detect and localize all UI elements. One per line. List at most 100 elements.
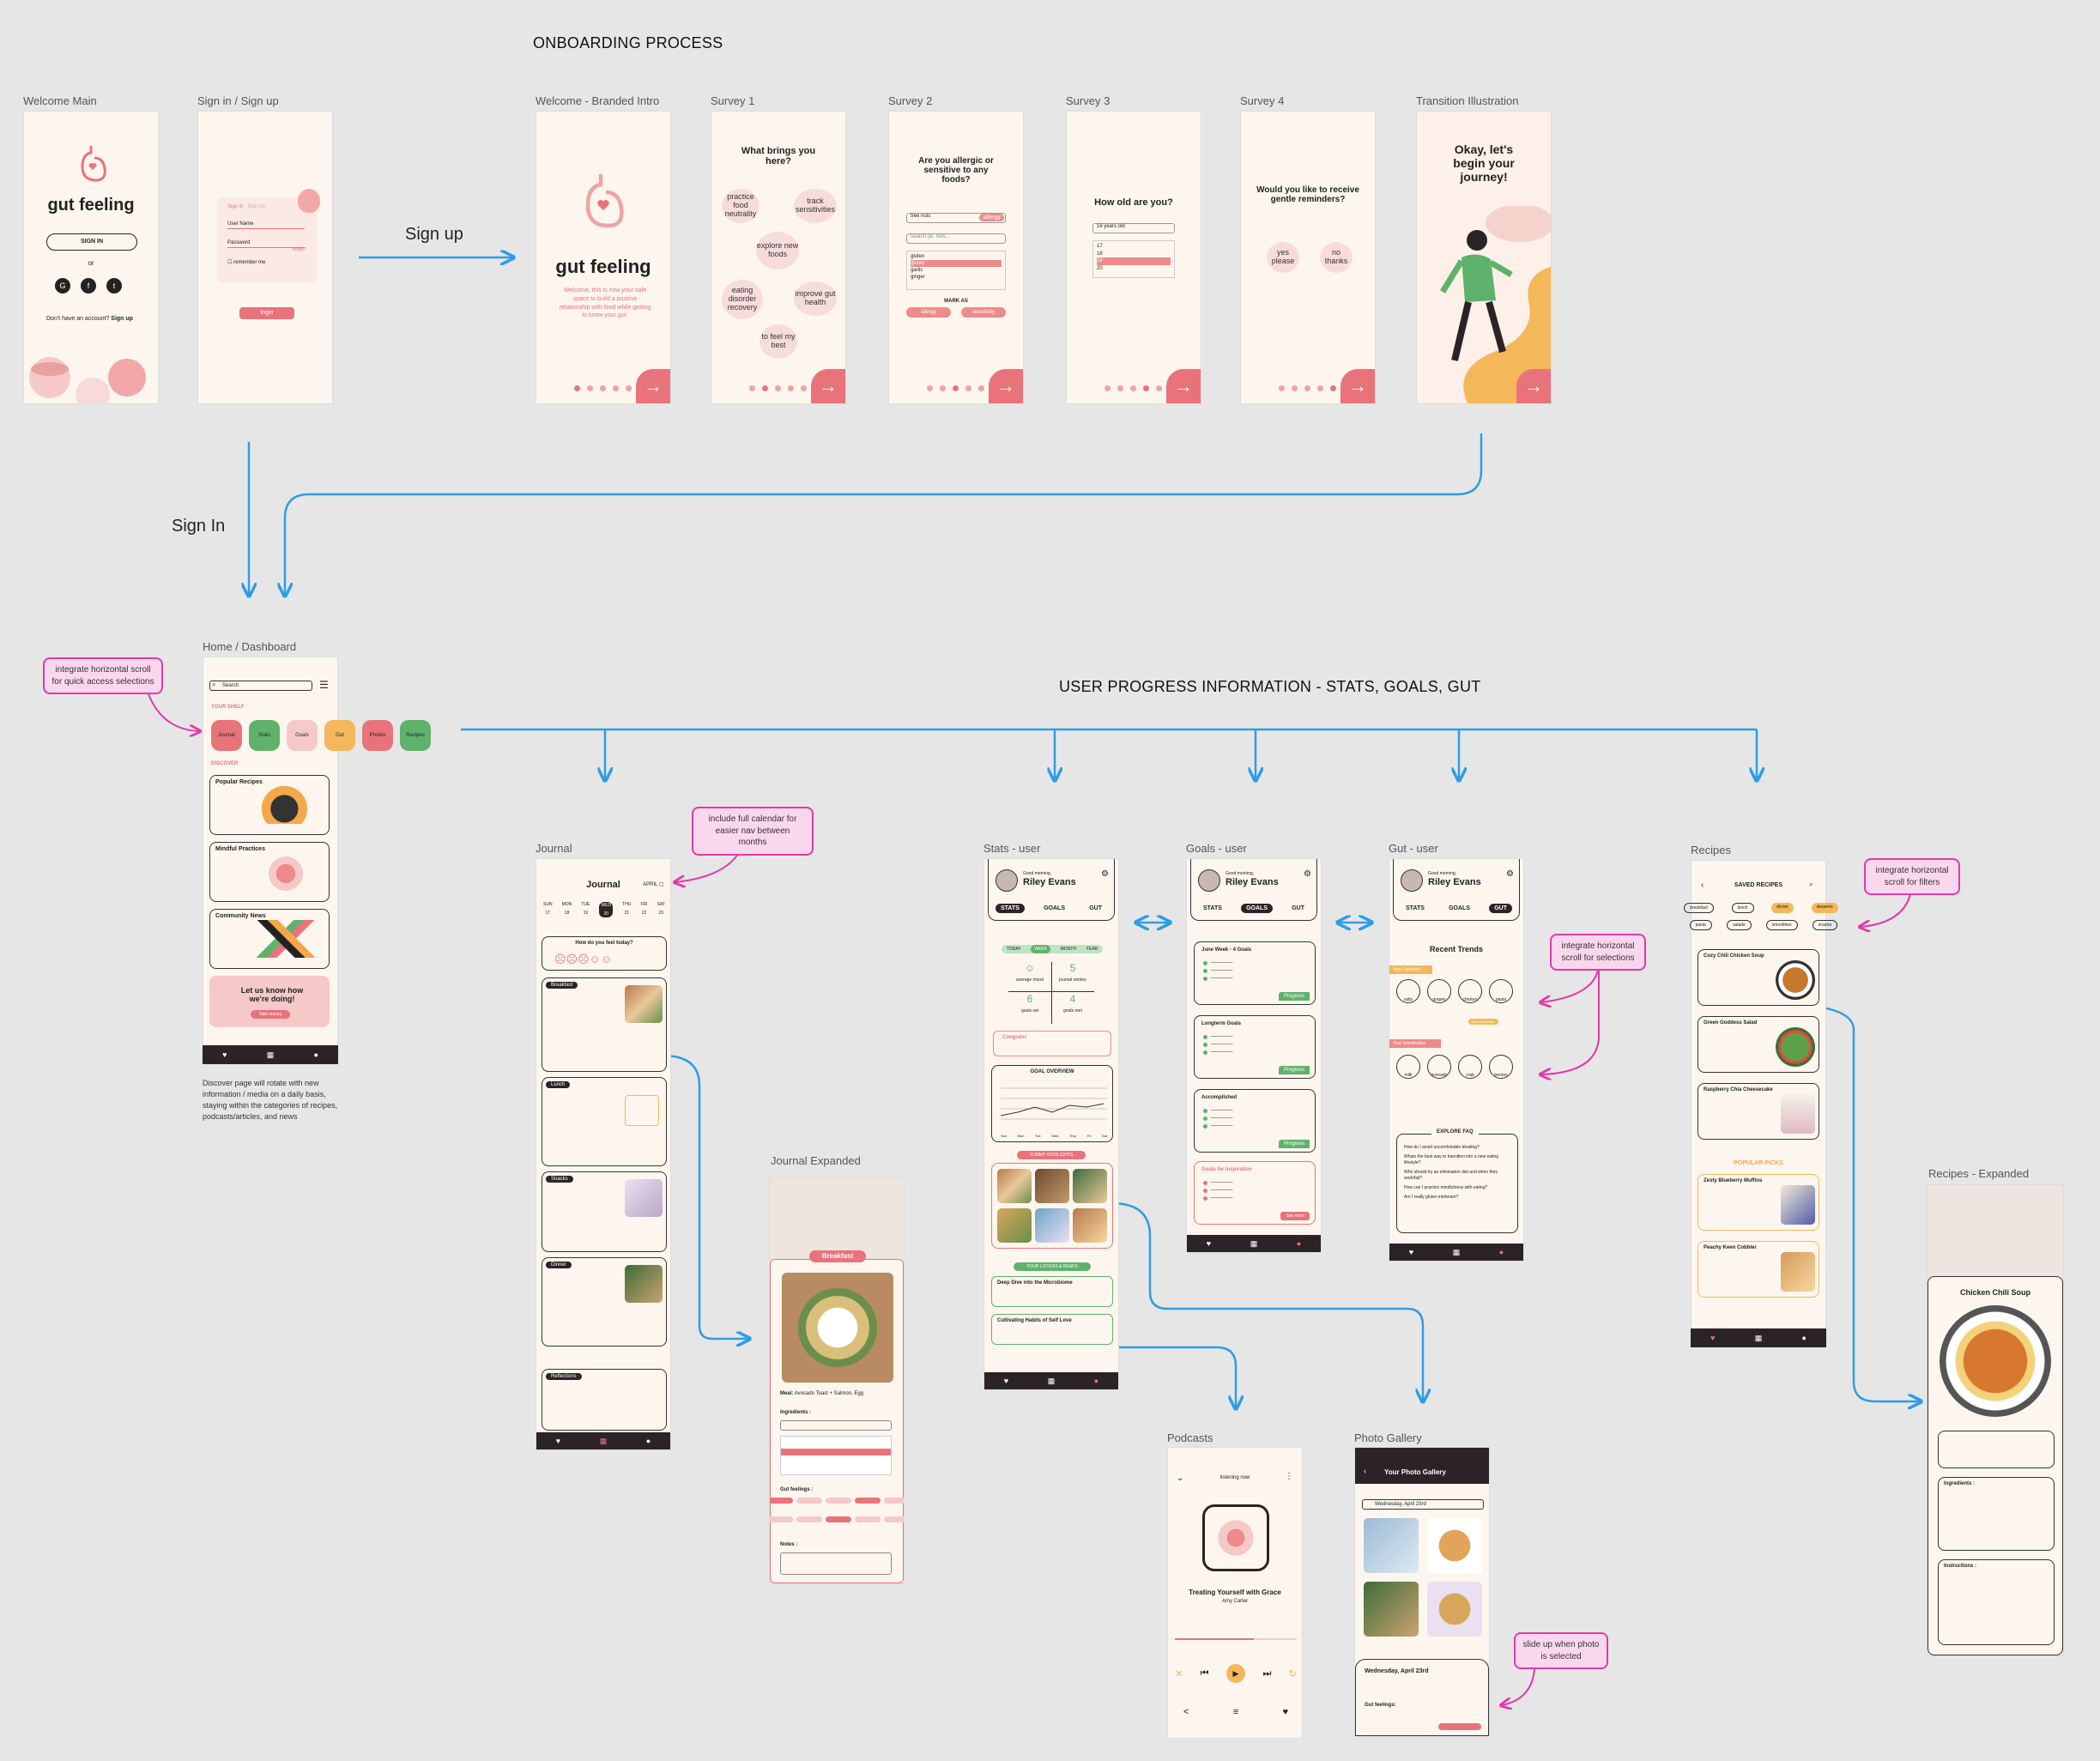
book-icon[interactable]: ▦ — [1754, 1333, 1763, 1342]
next-button[interactable]: → — [811, 369, 845, 403]
signin-tab[interactable]: Sign in Sign up — [227, 204, 265, 209]
filter-lunch[interactable]: lunch — [1731, 903, 1754, 913]
progress-button[interactable]: Progress — [1278, 992, 1310, 1001]
chevron-down-icon[interactable]: ⌄ — [1177, 1474, 1184, 1483]
profile-icon[interactable]: ● — [1093, 1377, 1099, 1385]
listen-item-1[interactable]: Deep Dive into the Microbiome — [991, 1276, 1113, 1307]
gut-feelings-chips[interactable] — [770, 1498, 904, 1532]
filters-row-1[interactable]: breakfast lunch dinner desserts — [1675, 903, 1847, 913]
filter-desserts[interactable]: desserts — [1811, 903, 1838, 913]
favorite-grapes[interactable]: grapes — [1427, 979, 1451, 1003]
signup-link[interactable]: Sign up — [111, 316, 133, 322]
shelf-recipes[interactable]: Recipes — [400, 720, 431, 751]
listen-item-2[interactable]: Cultivating Habits of Self Love — [991, 1314, 1113, 1345]
meal-dinner[interactable]: Dinner — [542, 1257, 667, 1346]
menu-icon[interactable]: ☰ — [319, 679, 329, 691]
goals-inspiration[interactable]: Goals for Inspiration──────────────────S… — [1194, 1161, 1316, 1225]
tab-stats[interactable]: STATS — [996, 904, 1025, 913]
card-popular-recipes[interactable]: Popular Recipes — [209, 775, 330, 835]
tab-gut[interactable]: GUT — [1292, 905, 1304, 911]
card-community-news[interactable]: Community News — [209, 909, 330, 969]
meal-photo[interactable] — [782, 1273, 893, 1383]
mood-faces[interactable]: ☹☹☹☺☺ — [554, 953, 613, 965]
sensitivity-milk[interactable]: milk — [1396, 1055, 1420, 1079]
heart-icon[interactable]: ♥ — [1206, 1239, 1212, 1248]
book-icon[interactable]: ▦ — [1047, 1376, 1056, 1385]
option-explore-foods[interactable]: explore new foods — [756, 232, 799, 269]
no-option[interactable]: no thanks — [1320, 242, 1353, 273]
see-more-button[interactable]: See more — [1280, 1212, 1310, 1220]
card-mindful-practices[interactable]: Mindful Practices — [209, 842, 330, 902]
progress-button[interactable]: Progress — [1278, 1140, 1310, 1148]
profile-icon[interactable]: ● — [1296, 1239, 1302, 1248]
photo-1[interactable] — [1364, 1518, 1419, 1573]
ingredients-list[interactable] — [780, 1436, 892, 1475]
google-icon[interactable]: G — [55, 278, 70, 294]
detail-action[interactable] — [1438, 1723, 1481, 1730]
repeat-icon[interactable]: ↻ — [1288, 1668, 1297, 1679]
back-icon[interactable]: ‹ — [1364, 1467, 1366, 1475]
password-field[interactable]: Password — [227, 240, 305, 248]
gear-icon[interactable]: ⚙ — [1101, 869, 1109, 879]
option-ed-recovery[interactable]: eating disorder recovery — [722, 280, 763, 319]
twitter-icon[interactable]: t — [106, 278, 122, 294]
profile-icon[interactable]: ● — [1498, 1248, 1504, 1256]
profile-icon[interactable]: ● — [1801, 1334, 1806, 1342]
notes-input[interactable] — [780, 1552, 892, 1575]
faq-item[interactable]: Am I really gluten intolerant? — [1404, 1195, 1459, 1200]
filter-dinner[interactable]: dinner — [1771, 903, 1794, 913]
heart-icon[interactable]: ♥ — [555, 1437, 561, 1445]
avatar[interactable] — [1198, 869, 1220, 892]
recipe-card-cobbler[interactable]: Peachy Keen Cobbler — [1698, 1241, 1819, 1298]
filter-snacks[interactable]: snacks — [1812, 920, 1838, 930]
faq-item[interactable]: How can I practice mindfulness with eati… — [1404, 1185, 1488, 1190]
favorite-pasta[interactable]: pasta — [1489, 979, 1513, 1003]
sensitivity-avocado[interactable]: avocado — [1427, 1055, 1451, 1079]
login-button[interactable]: login — [239, 307, 294, 319]
recipe-card-cheesecake[interactable]: Raspberry Chia Cheesecake — [1698, 1083, 1819, 1140]
faq-item[interactable]: Whats the best way to transition into a … — [1404, 1154, 1499, 1165]
favorite-chicken[interactable]: chicken — [1458, 979, 1482, 1003]
filter-breakfast[interactable]: breakfast — [1684, 903, 1714, 913]
next-button[interactable]: → — [1166, 369, 1201, 403]
faq-item[interactable]: Who should try an elimination diet and w… — [1404, 1170, 1498, 1181]
tab-gut[interactable]: GUT — [1489, 904, 1512, 913]
option-gut-health[interactable]: improve gut health — [794, 281, 837, 316]
gear-icon[interactable]: ⚙ — [1506, 869, 1514, 879]
shelf-photos[interactable]: Photos — [362, 720, 393, 751]
favorite-salty[interactable]: salty — [1396, 979, 1420, 1003]
signin-button[interactable]: SIGN IN — [46, 233, 137, 251]
book-icon[interactable]: ▦ — [1452, 1247, 1461, 1256]
heart-icon[interactable]: ♥ — [1282, 1707, 1288, 1717]
sensitivity-button[interactable]: sensitivity — [961, 307, 1006, 318]
faq-item[interactable]: How do I avoid uncomfortable bloating? — [1404, 1145, 1480, 1150]
age-input[interactable]: 16 years old — [1092, 223, 1175, 233]
list-icon[interactable]: ≡ — [1232, 1707, 1239, 1717]
tab-goals[interactable]: GOALS — [1241, 904, 1273, 913]
more-favorites-button[interactable]: More Favorites — [1468, 1019, 1498, 1025]
tab-goals[interactable]: GOALS — [1044, 905, 1065, 911]
gear-icon[interactable]: ⚙ — [1304, 869, 1311, 879]
photo-2[interactable] — [1427, 1518, 1482, 1573]
next-icon[interactable]: ⏭ — [1262, 1667, 1272, 1679]
next-button[interactable]: → — [989, 369, 1023, 403]
tab-goals[interactable]: GOALS — [1449, 905, 1470, 911]
book-icon[interactable]: ▦ — [1250, 1238, 1258, 1248]
yes-option[interactable]: yes please — [1267, 242, 1299, 273]
heart-icon[interactable]: ♥ — [222, 1050, 227, 1059]
play-button[interactable]: ▶ — [1226, 1664, 1245, 1683]
favorites-row[interactable]: salty grapes chicken pasta — [1396, 979, 1513, 1003]
meal-lunch[interactable]: Lunch — [542, 1077, 667, 1166]
filter-smoothies[interactable]: smoothies — [1765, 920, 1798, 930]
sensitivity-crab[interactable]: crab — [1458, 1055, 1482, 1079]
ingredients-input[interactable] — [780, 1420, 892, 1431]
goals-week[interactable]: June Week - 4 Goals──────────────────Pro… — [1194, 941, 1316, 1005]
meal-snacks[interactable]: Snacks — [542, 1171, 667, 1252]
